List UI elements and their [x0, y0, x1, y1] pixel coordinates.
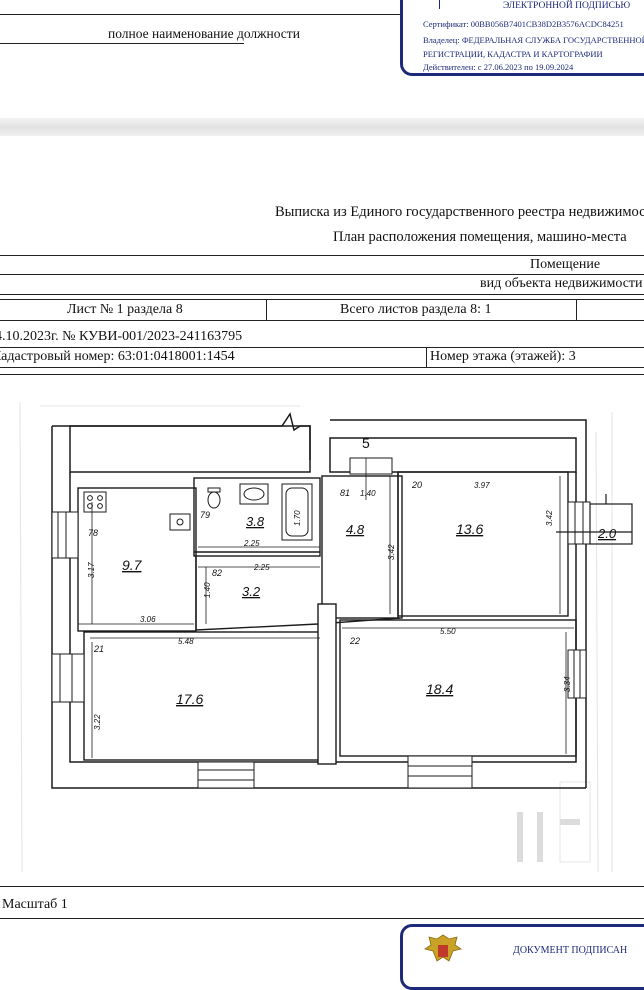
room-21-dim-w: 5.48	[178, 637, 194, 646]
room-81-area: 4.8	[346, 522, 365, 537]
room-79-dim-h: 1.70	[293, 510, 302, 526]
room-78-dim-w: 3.06	[140, 615, 156, 624]
sheet-label: Лист № 1 раздела 8	[67, 302, 183, 317]
balcony-area: 2.0	[597, 526, 617, 541]
bottom-stamp: ДОКУМЕНТ ПОДПИСАН	[400, 924, 644, 990]
room-81-dim-h: 3.42	[387, 544, 396, 560]
scale-label: Масштаб 1	[2, 897, 68, 912]
object-type: Помещение	[530, 257, 601, 272]
room-21-number: 21	[93, 644, 104, 654]
room-78-area: 9.7	[122, 557, 143, 573]
floor-cell	[426, 347, 644, 368]
caption-rule	[0, 43, 244, 44]
stamp-valid: Действителен: с 27.06.2023 по 19.09.2024	[423, 62, 574, 72]
total-sheets-label: Всего листов раздела 8: 1	[340, 302, 492, 317]
object-type-caption: вид объекта недвижимости	[480, 276, 643, 291]
room-20-dim-w: 3.97	[474, 481, 490, 490]
rule-6	[0, 918, 644, 919]
cadastral-number: Кадастровый номер: 63:01:0418001:1454	[0, 349, 235, 364]
stair-label: 5	[362, 435, 370, 451]
room-20-number: 20	[411, 480, 422, 490]
stamp-owner-1: Владелец: ФЕДЕРАЛЬНАЯ СЛУЖБА ГОСУДАРСТВЕ…	[423, 35, 644, 45]
top-rule	[0, 14, 644, 15]
position-caption: полное наименование должности	[108, 26, 300, 41]
room-81-number: 81	[340, 488, 350, 498]
room-79-area: 3.8	[246, 514, 265, 529]
rule-5	[0, 886, 644, 887]
room-78-dim-h: 3.17	[87, 562, 96, 578]
room-21-dim-h: 3.22	[93, 714, 102, 730]
floor-number: Номер этажа (этажей): 3	[430, 349, 576, 364]
rule-4	[0, 374, 644, 375]
balcony	[556, 494, 633, 545]
rule-2	[0, 274, 644, 275]
bottom-stamp-text: ДОКУМЕНТ ПОДПИСАН	[513, 945, 628, 956]
room-20-area: 13.6	[456, 521, 483, 537]
rule-3	[0, 294, 644, 295]
room-21-area: 17.6	[176, 691, 203, 707]
room-82-dim-w: 2.25	[253, 563, 270, 572]
document-subtitle: План расположения помещения, машино-мест…	[333, 229, 627, 245]
stamp-certificate: Сертификат: 00BB056B7401CB38D2B3576ACDC8…	[423, 19, 624, 29]
scan-stamp-ghost	[517, 812, 580, 862]
fixtures	[83, 483, 313, 541]
rule-1	[0, 255, 644, 256]
interior-walls	[77, 471, 577, 765]
stamp-mark-icon	[439, 0, 440, 9]
floor-plan: 5 78 9.7 3.17 3.06 79 3.8 1.70 2.25 81 4…	[19, 401, 633, 873]
room-78-number: 78	[88, 528, 98, 538]
room-22-dim-w: 5.50	[440, 627, 456, 636]
room-22-area: 18.4	[426, 681, 453, 697]
room-20-dim-h: 3.42	[545, 510, 554, 526]
dimension-lines	[78, 458, 574, 758]
room-81-dim-w: 1.40	[360, 489, 376, 498]
date-number: 24.10.2023г. № КУВИ-001/2023-241163795	[0, 329, 243, 344]
windows	[51, 457, 591, 789]
room-79-dim-w: 2.25	[243, 539, 260, 548]
room-22-number: 22	[349, 636, 360, 646]
blank-cell	[576, 299, 644, 321]
room-79-number: 79	[200, 510, 210, 520]
stamp-owner-2: РЕГИСТРАЦИИ, КАДАСТРА И КАРТОГРАФИИ	[423, 49, 603, 59]
room-82-number: 82	[212, 568, 222, 578]
stamp-title: ЭЛЕКТРОННОЙ ПОДПИСЬЮ	[503, 1, 631, 11]
plan-labels: 5 78 9.7 3.17 3.06 79 3.8 1.70 2.25 81 4…	[87, 435, 617, 730]
room-82-area: 3.2	[242, 584, 261, 599]
signature-stamp: ЭЛЕКТРОННОЙ ПОДПИСЬЮ Сертификат: 00BB056…	[400, 0, 644, 76]
room-22-dim-h: 3.34	[563, 676, 572, 692]
coat-of-arms-icon	[424, 934, 462, 962]
room-82-dim-h: 1.40	[203, 582, 212, 598]
scan-noise	[19, 401, 613, 873]
document-title: Выписка из Единого государственного реес…	[275, 204, 644, 220]
page-break	[0, 118, 644, 136]
